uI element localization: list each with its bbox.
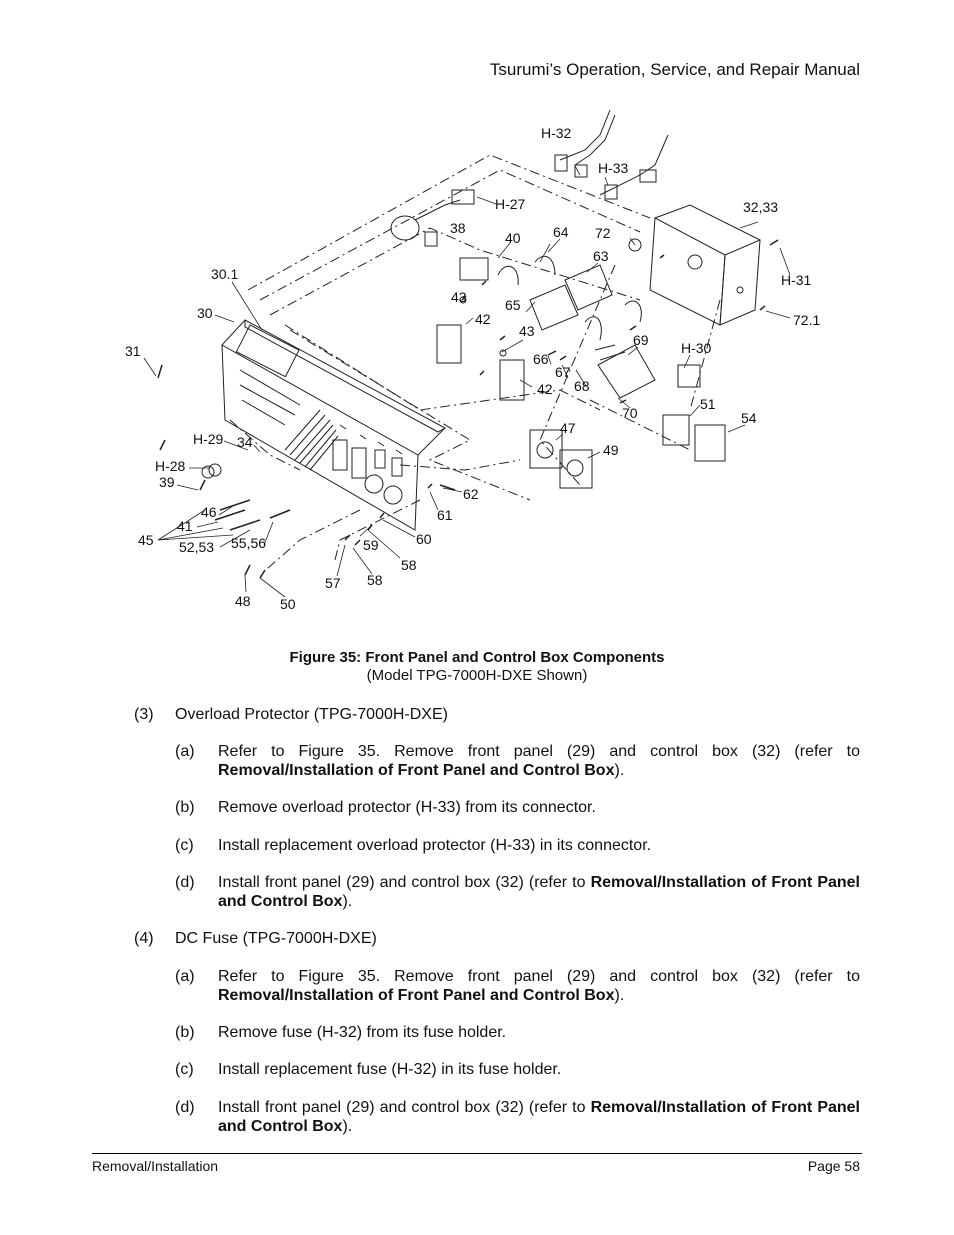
step-letter: (b) bbox=[175, 799, 195, 816]
callout-38: 38 bbox=[450, 220, 466, 236]
cross-reference: Removal/Installation of Front Panel and … bbox=[218, 874, 861, 910]
step-letter: (a) bbox=[175, 743, 195, 760]
callout-72: 72 bbox=[595, 225, 611, 241]
callout-50: 50 bbox=[280, 596, 296, 612]
callout-32-33: 32,33 bbox=[743, 199, 778, 215]
callout-58b: 58 bbox=[367, 572, 383, 588]
step-text: Install replacement fuse (H-32) in its f… bbox=[218, 1061, 562, 1078]
figure-caption-subtitle: (Model TPG-7000H-DXE Shown) bbox=[366, 667, 588, 684]
callout-66: 66 bbox=[533, 351, 549, 367]
callout-h31: H-31 bbox=[781, 272, 812, 288]
callout-69: 69 bbox=[633, 332, 649, 348]
figure-caption-title: Figure 35: Front Panel and Control Box C… bbox=[289, 649, 665, 666]
callout-40: 40 bbox=[505, 230, 521, 246]
section-number: (3) bbox=[134, 706, 154, 723]
footer-divider bbox=[92, 1153, 862, 1154]
step-letter: (b) bbox=[175, 1024, 195, 1041]
step-text: Install front panel (29) and control box… bbox=[218, 874, 861, 910]
step-text: Install front panel (29) and control box… bbox=[218, 1099, 861, 1135]
callout-48: 48 bbox=[235, 593, 251, 609]
cross-reference: Removal/Installation of Front Panel and … bbox=[218, 1099, 861, 1135]
section-number: (4) bbox=[134, 930, 154, 947]
callout-39: 39 bbox=[159, 474, 175, 490]
callout-47: 47 bbox=[560, 420, 576, 436]
callout-49: 49 bbox=[603, 442, 619, 458]
step-letter: (a) bbox=[175, 968, 195, 985]
callout-58a: 58 bbox=[401, 557, 417, 573]
manual-title: Tsurumi’s Operation, Service, and Repair… bbox=[489, 60, 860, 79]
callout-h33: H-33 bbox=[598, 160, 629, 176]
callout-43a: 43 bbox=[451, 289, 467, 305]
front-panel bbox=[221, 319, 446, 531]
callout-68: 68 bbox=[574, 378, 590, 394]
callout-42a: 42 bbox=[475, 311, 491, 327]
step-text: Refer to Figure 35. Remove front panel (… bbox=[218, 743, 860, 779]
callout-h28: H-28 bbox=[155, 458, 186, 474]
step-text: Install replacement overload protector (… bbox=[218, 837, 652, 854]
callout-43b: 43 bbox=[519, 323, 535, 339]
section-title: DC Fuse (TPG-7000H-DXE) bbox=[175, 930, 377, 947]
callout-30: 30 bbox=[197, 305, 213, 321]
callout-h32: H-32 bbox=[541, 125, 572, 141]
cross-reference: Removal/Installation of Front Panel and … bbox=[218, 762, 615, 779]
callout-70: 70 bbox=[622, 405, 638, 421]
exploded-view-figure: H-32 H-33 H-27 38 40 64 72 32,33 63 H-31… bbox=[120, 95, 840, 630]
callout-30-1: 30.1 bbox=[211, 266, 238, 282]
step-text: Refer to Figure 35. Remove front panel (… bbox=[218, 968, 860, 1004]
step-letter: (c) bbox=[175, 1061, 194, 1078]
callout-60: 60 bbox=[416, 531, 432, 547]
figure-caption: Figure 35: Front Panel and Control Box C… bbox=[0, 649, 954, 685]
callout-42b: 42 bbox=[537, 381, 553, 397]
callout-h30: H-30 bbox=[681, 340, 712, 356]
step-text: Remove fuse (H-32) from its fuse holder. bbox=[218, 1024, 507, 1041]
callout-72-1: 72.1 bbox=[793, 312, 820, 328]
cross-reference: Removal/Installation of Front Panel and … bbox=[218, 987, 615, 1004]
callout-31: 31 bbox=[125, 343, 141, 359]
callout-h27: H-27 bbox=[495, 196, 526, 212]
callout-55-56: 55,56 bbox=[231, 535, 266, 551]
callout-34: 34 bbox=[237, 434, 253, 450]
callout-41: 41 bbox=[177, 518, 193, 534]
footer-section-name: Removal/Installation bbox=[92, 1158, 219, 1174]
callout-45: 45 bbox=[138, 532, 154, 548]
step-letter: (d) bbox=[175, 874, 195, 891]
callout-h29: H-29 bbox=[193, 431, 224, 447]
callout-57: 57 bbox=[325, 575, 341, 591]
callout-64: 64 bbox=[553, 224, 569, 240]
callout-51: 51 bbox=[700, 396, 716, 412]
control-box bbox=[649, 204, 762, 326]
step-letter: (c) bbox=[175, 837, 194, 854]
callout-62: 62 bbox=[463, 486, 479, 502]
callout-65: 65 bbox=[505, 297, 521, 313]
step-letter: (d) bbox=[175, 1099, 195, 1116]
callout-67: 67 bbox=[555, 364, 571, 380]
callout-59: 59 bbox=[363, 537, 379, 553]
section-title: Overload Protector (TPG-7000H-DXE) bbox=[175, 706, 448, 723]
callout-61: 61 bbox=[437, 507, 453, 523]
front-panel-diagram: H-32 H-33 H-27 38 40 64 72 32,33 63 H-31… bbox=[125, 109, 820, 612]
callout-46: 46 bbox=[201, 504, 217, 520]
callout-63: 63 bbox=[593, 248, 609, 264]
step-text: Remove overload protector (H-33) from it… bbox=[218, 799, 596, 816]
callout-52-53: 52,53 bbox=[179, 539, 214, 555]
page-number: Page 58 bbox=[807, 1158, 860, 1174]
callout-54: 54 bbox=[741, 410, 757, 426]
